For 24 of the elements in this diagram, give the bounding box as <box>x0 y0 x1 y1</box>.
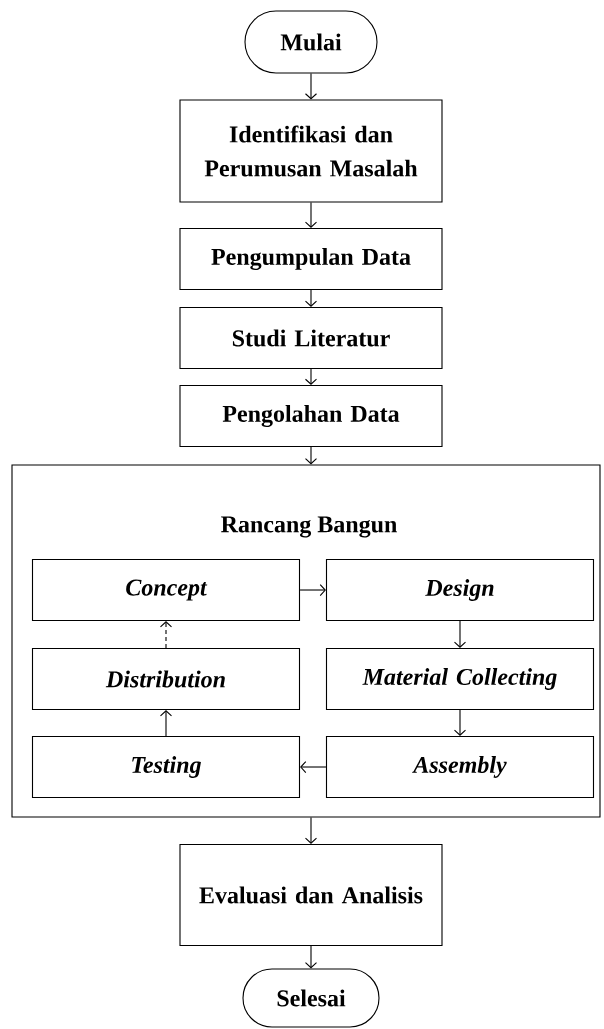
process-box: Evaluasi dan Analisis <box>179 843 443 947</box>
arrow <box>304 289 318 307</box>
arrow <box>304 368 318 385</box>
process-box: Distribution <box>31 647 301 711</box>
arrow <box>304 202 318 228</box>
arrow <box>159 710 173 737</box>
arrow <box>299 583 326 597</box>
arrow <box>304 446 318 465</box>
process-box: Concept <box>31 558 301 622</box>
arrow <box>453 620 467 648</box>
process-box: Pengolahan Data <box>179 384 443 448</box>
arrow <box>304 73 318 100</box>
process-box: Pengumpulan Data <box>179 227 443 291</box>
arrow <box>159 621 173 649</box>
process-box: Design <box>325 558 595 622</box>
arrow <box>300 760 327 774</box>
process-box: Identifikasi dan Perumusan Masalah <box>179 99 443 203</box>
process-box: Material Collecting <box>325 647 595 711</box>
process-box: Studi Literatur <box>179 306 443 370</box>
arrow <box>304 945 318 969</box>
process-box: Assembly <box>325 735 595 799</box>
process-box: Testing <box>31 735 301 799</box>
arrow <box>453 709 467 736</box>
arrow <box>304 817 318 844</box>
